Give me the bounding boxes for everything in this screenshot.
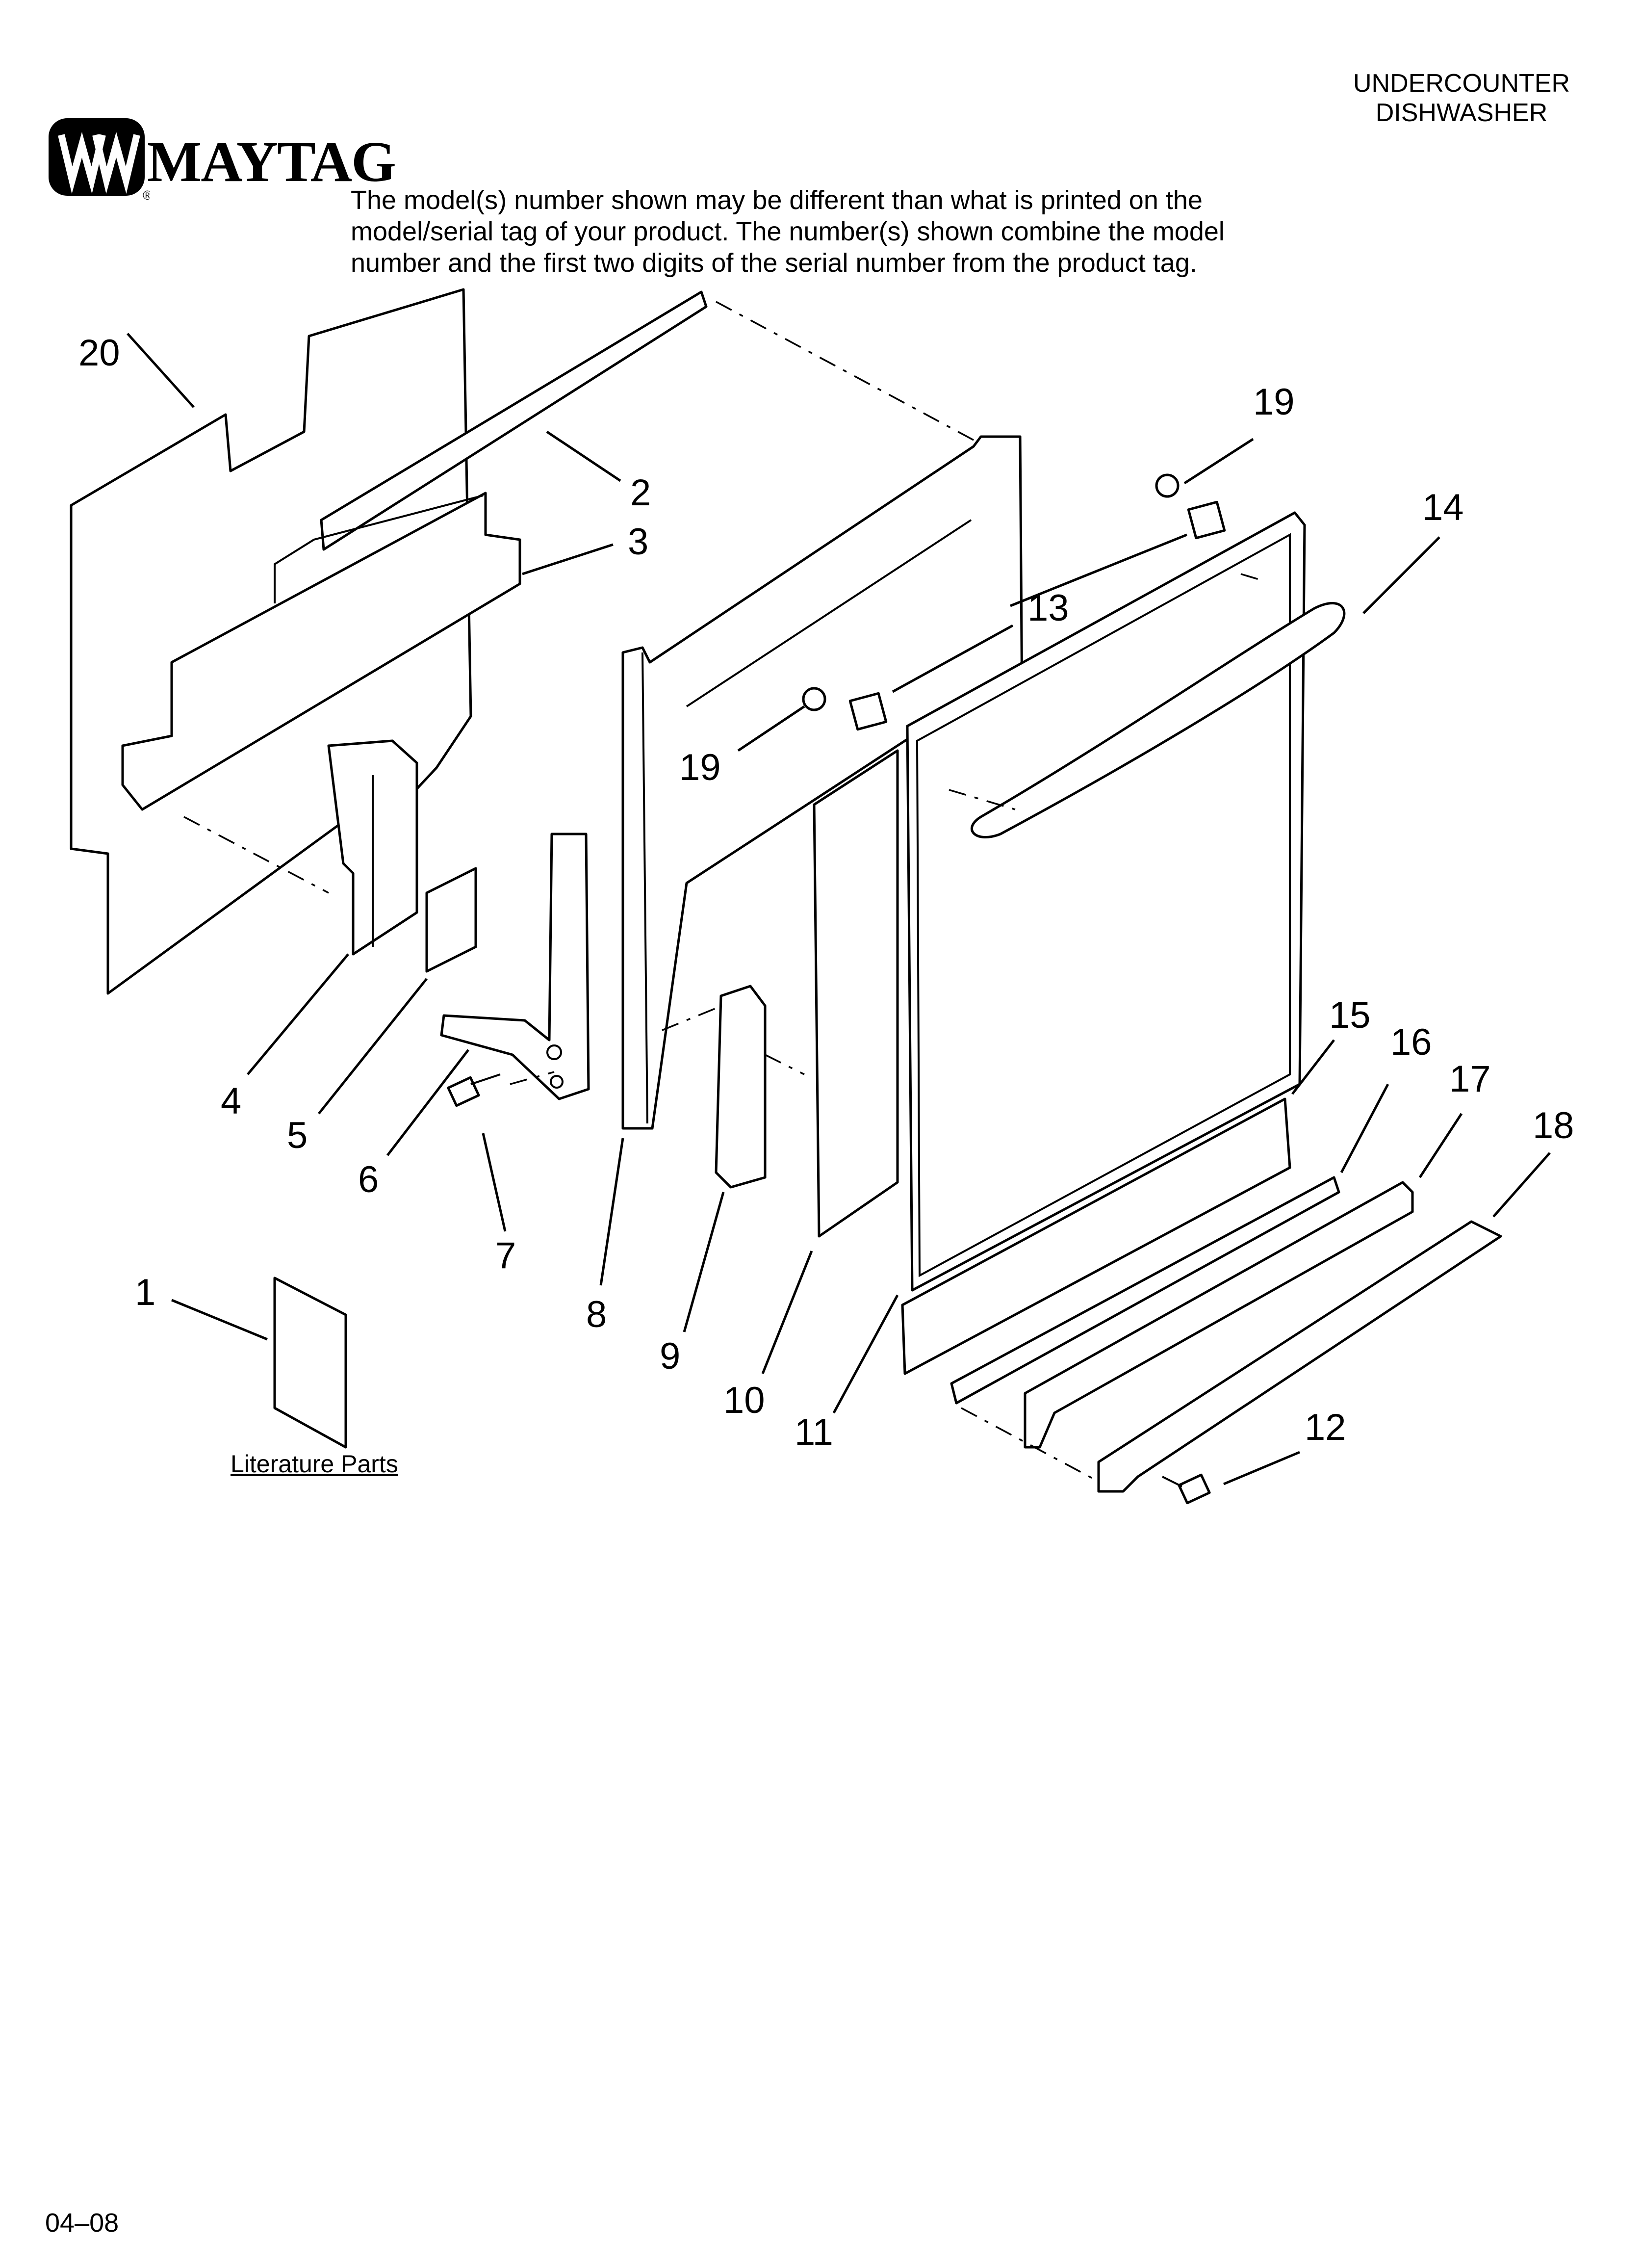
callout-16: 16 (1390, 1021, 1432, 1063)
product-type-line2: DISHWASHER (1375, 99, 1548, 127)
part-channel (1024, 1181, 1414, 1449)
callout-13: 13 (1027, 587, 1069, 629)
literature-parts-label: Literature Parts (231, 1450, 398, 1478)
part-top-panel (121, 492, 521, 811)
part-pad (425, 867, 477, 973)
disclaimer-line3: number and the first two digits of the s… (351, 248, 1197, 278)
part-hinge (440, 833, 590, 1100)
part-door-panel-10 (813, 749, 899, 1238)
product-type-heading: UNDERCOUNTER DISHWASHER (1305, 69, 1618, 128)
maytag-logo-icon: ® (49, 118, 150, 201)
callout-4: 4 (221, 1080, 241, 1122)
callout-8: 8 (586, 1294, 607, 1335)
part-nut-19-upper (1155, 473, 1180, 498)
part-kickplate (901, 1097, 1291, 1375)
product-type-line1: UNDERCOUNTER (1353, 69, 1570, 98)
callout-19-lower: 19 (679, 747, 721, 788)
callout-18: 18 (1533, 1105, 1574, 1147)
callout-3: 3 (628, 521, 648, 563)
model-disclaimer: The model(s) number shown may be differe… (351, 184, 1332, 279)
part-spacer-9 (715, 985, 767, 1189)
part-toe-panel (1097, 1220, 1502, 1493)
callout-5: 5 (287, 1115, 308, 1156)
callout-17: 17 (1449, 1058, 1491, 1100)
revision-code: 04–08 (45, 2208, 119, 2238)
part-rail (950, 1176, 1340, 1405)
part-clip-13-lower (848, 692, 888, 731)
callout-12: 12 (1305, 1407, 1346, 1448)
callout-6: 6 (358, 1159, 379, 1200)
part-literature (273, 1277, 347, 1449)
callout-10: 10 (723, 1380, 765, 1421)
callout-1: 1 (135, 1272, 155, 1313)
callout-19-upper: 19 (1253, 381, 1295, 423)
callout-9: 9 (660, 1335, 680, 1377)
svg-text:®: ® (143, 188, 150, 201)
callout-11: 11 (795, 1411, 833, 1453)
callout-7: 7 (495, 1235, 516, 1277)
callout-15: 15 (1329, 994, 1371, 1036)
brand-name: MAYTAG (147, 130, 396, 194)
disclaimer-line2: model/serial tag of your product. The nu… (351, 217, 1225, 246)
callout-2: 2 (630, 472, 651, 514)
part-screw-7 (447, 1073, 501, 1107)
callout-20: 20 (78, 332, 120, 374)
part-clip-13-upper (1187, 500, 1226, 540)
disclaimer-line1: The model(s) number shown may be differe… (351, 185, 1203, 215)
callout-14: 14 (1422, 487, 1464, 528)
part-nut-19-lower (802, 687, 826, 711)
part-handle (971, 602, 1346, 838)
part-screw-12 (1162, 1473, 1211, 1505)
